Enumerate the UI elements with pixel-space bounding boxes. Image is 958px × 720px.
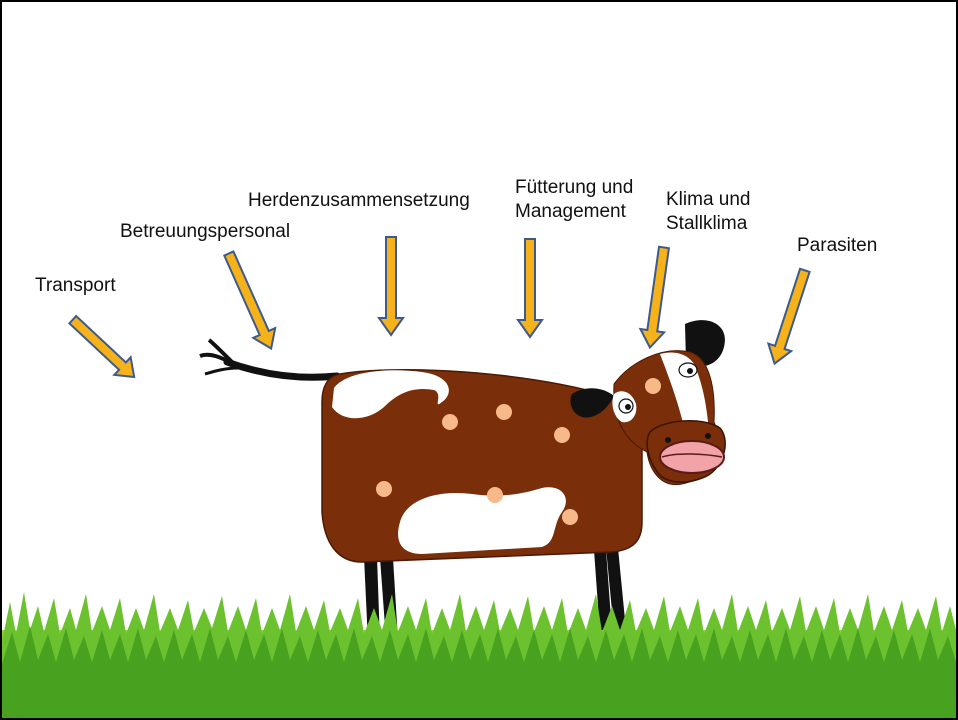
arrow-fuetterung <box>518 239 542 337</box>
arrow-transport <box>65 311 143 386</box>
arrow-klima <box>638 246 676 349</box>
arrow-herdenzusammensetzung <box>379 237 403 335</box>
grass <box>2 592 956 718</box>
arrow-betreuungspersonal <box>218 249 282 354</box>
arrow-parasiten <box>763 267 816 368</box>
